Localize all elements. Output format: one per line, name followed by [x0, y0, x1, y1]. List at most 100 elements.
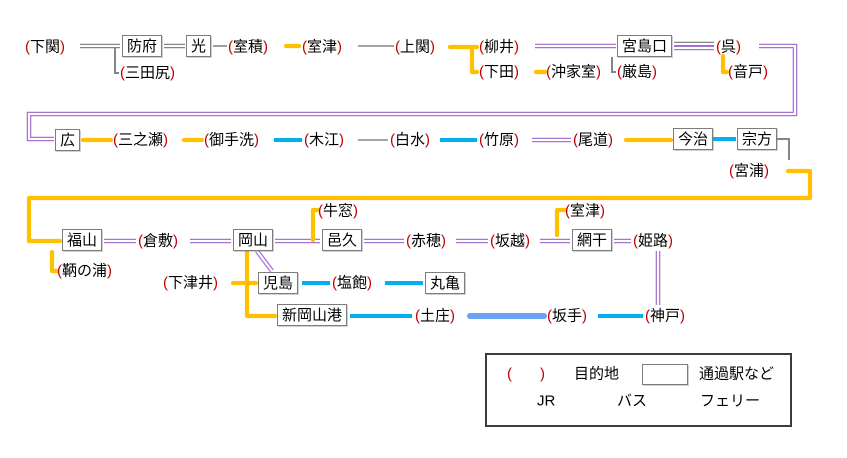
station-name: 塩飽 [337, 274, 368, 292]
station-name: 三田尻 [125, 64, 171, 82]
edge-okayama-shin-okayamako [244, 248, 278, 319]
edge-miyaura-bracket [777, 138, 790, 160]
station-kurashiki: (倉敷) [138, 234, 178, 249]
legend-jr-label: JR [537, 392, 556, 410]
station-name: 下田 [484, 63, 515, 81]
station-paren-open: ( [57, 262, 62, 280]
station-shimotsui: (下津井) [163, 276, 218, 291]
station-name: 宮浦 [734, 162, 765, 180]
station-fukuyama: 福山 [62, 229, 103, 251]
destination-paren-close: ) [540, 365, 545, 383]
station-marugame: 丸亀 [425, 272, 466, 294]
station-miyajimaguchi: 宮島口 [617, 35, 673, 57]
station-kinoe: (木江) [304, 133, 344, 148]
edge-tomonoura-bracket [49, 249, 60, 274]
station-paren-close: ) [525, 232, 531, 250]
station-name: 三之瀬 [118, 131, 164, 149]
station-sakoshi: (坂越) [490, 234, 530, 249]
station-paren-open: ( [302, 38, 307, 56]
station-paren-close: ) [353, 202, 359, 220]
station-hiro: 広 [55, 129, 81, 151]
station-paren-open: ( [395, 38, 400, 56]
station-name: 下関 [30, 38, 61, 56]
station-kobe: (神戸) [645, 309, 685, 324]
legend-destination-sample: () [507, 367, 545, 382]
station-paren-open: ( [163, 274, 168, 292]
station-paren-close: ) [107, 262, 113, 280]
station-murozumi: (室積) [228, 40, 268, 55]
station-name: 鞆の浦 [62, 262, 108, 280]
station-okayama: 岡山 [233, 229, 274, 251]
station-paren-close: ) [60, 38, 66, 56]
station-mitajiri: (三田尻) [120, 66, 175, 81]
station-shin-okayamako: 新岡山港 [277, 304, 348, 326]
station-takehara: (竹原) [479, 133, 519, 148]
station-paren-close: ) [163, 131, 169, 149]
legend-pass-station-label: 通過駅など [699, 365, 775, 383]
station-aboshi: 網干 [572, 229, 613, 251]
station-itsukushima: (厳島) [617, 65, 657, 80]
station-paren-open: ( [332, 274, 337, 292]
station-kure: (呉) [716, 40, 741, 55]
station-kaminoseki: (上関) [395, 40, 435, 55]
station-hofu: 防府 [122, 35, 163, 57]
station-paren-open: ( [204, 131, 209, 149]
edge-okayama-kojima-diagonal [256, 250, 273, 272]
station-name: 倉敷 [143, 232, 174, 250]
station-paren-open: ( [318, 202, 323, 220]
station-shimoda: (下田) [479, 65, 519, 80]
station-paren-open: ( [716, 38, 721, 56]
station-shimonoseki: (下関) [25, 40, 65, 55]
station-paren-open: ( [304, 131, 309, 149]
station-munakata: 宗方 [737, 128, 778, 150]
station-name: 上関 [400, 38, 431, 56]
station-name: 厳島 [622, 63, 653, 81]
station-name: 姫路 [638, 232, 669, 250]
destination-paren-open: ( [507, 365, 512, 383]
station-name: 柳井 [484, 38, 515, 56]
station-paren-open: ( [728, 63, 733, 81]
station-paren-close: ) [430, 38, 436, 56]
edge-kure-hiro-wrap [27, 44, 797, 141]
station-paren-close: ) [514, 38, 520, 56]
station-miyaura: (宮浦) [729, 164, 769, 179]
station-name: 赤穂 [411, 232, 442, 250]
station-paren-open: ( [120, 64, 125, 82]
station-mitarai: (御手洗) [204, 133, 259, 148]
edge-murotsu2-bracket [554, 207, 568, 238]
station-paren-open: ( [138, 232, 143, 250]
station-ako: (赤穂) [406, 234, 446, 249]
station-paren-open: ( [415, 307, 420, 325]
station-paren-open: ( [228, 38, 233, 56]
station-shiromizu: (白水) [390, 133, 430, 148]
station-name: 木江 [309, 131, 340, 149]
edge-ushimado-bracket [310, 207, 321, 243]
station-paren-close: ) [736, 38, 742, 56]
station-paren-close: ) [450, 307, 456, 325]
station-paren-open: ( [479, 38, 484, 56]
station-name: 白水 [395, 131, 426, 149]
station-paren-open: ( [547, 307, 552, 325]
station-paren-close: ) [596, 63, 602, 81]
station-paren-close: ) [763, 63, 769, 81]
station-imabari: 今治 [673, 128, 714, 150]
station-kojima: 児島 [258, 272, 299, 294]
station-paren-open: ( [565, 202, 570, 220]
edge-miyaura-fukuyama-wrap [26, 168, 813, 244]
station-paren-close: ) [337, 38, 343, 56]
station-paren-open: ( [617, 63, 622, 81]
station-onomichi: (尾道) [573, 133, 613, 148]
station-paren-close: ) [170, 64, 176, 82]
station-murotsu-2: (室津) [565, 204, 605, 219]
station-himeji: (姫路) [633, 234, 673, 249]
station-name: 呉 [721, 38, 737, 56]
station-name: 室積 [233, 38, 264, 56]
station-paren-close: ) [173, 232, 179, 250]
station-name: 音戸 [733, 63, 764, 81]
station-oku: 邑久 [322, 229, 363, 251]
station-hikari: 光 [186, 35, 212, 57]
station-paren-open: ( [479, 131, 484, 149]
station-ushimado: (牛窓) [318, 204, 358, 219]
station-paren-open: ( [633, 232, 638, 250]
legend-box: () 目的地 通過駅など JR バス フェリー [485, 353, 792, 427]
